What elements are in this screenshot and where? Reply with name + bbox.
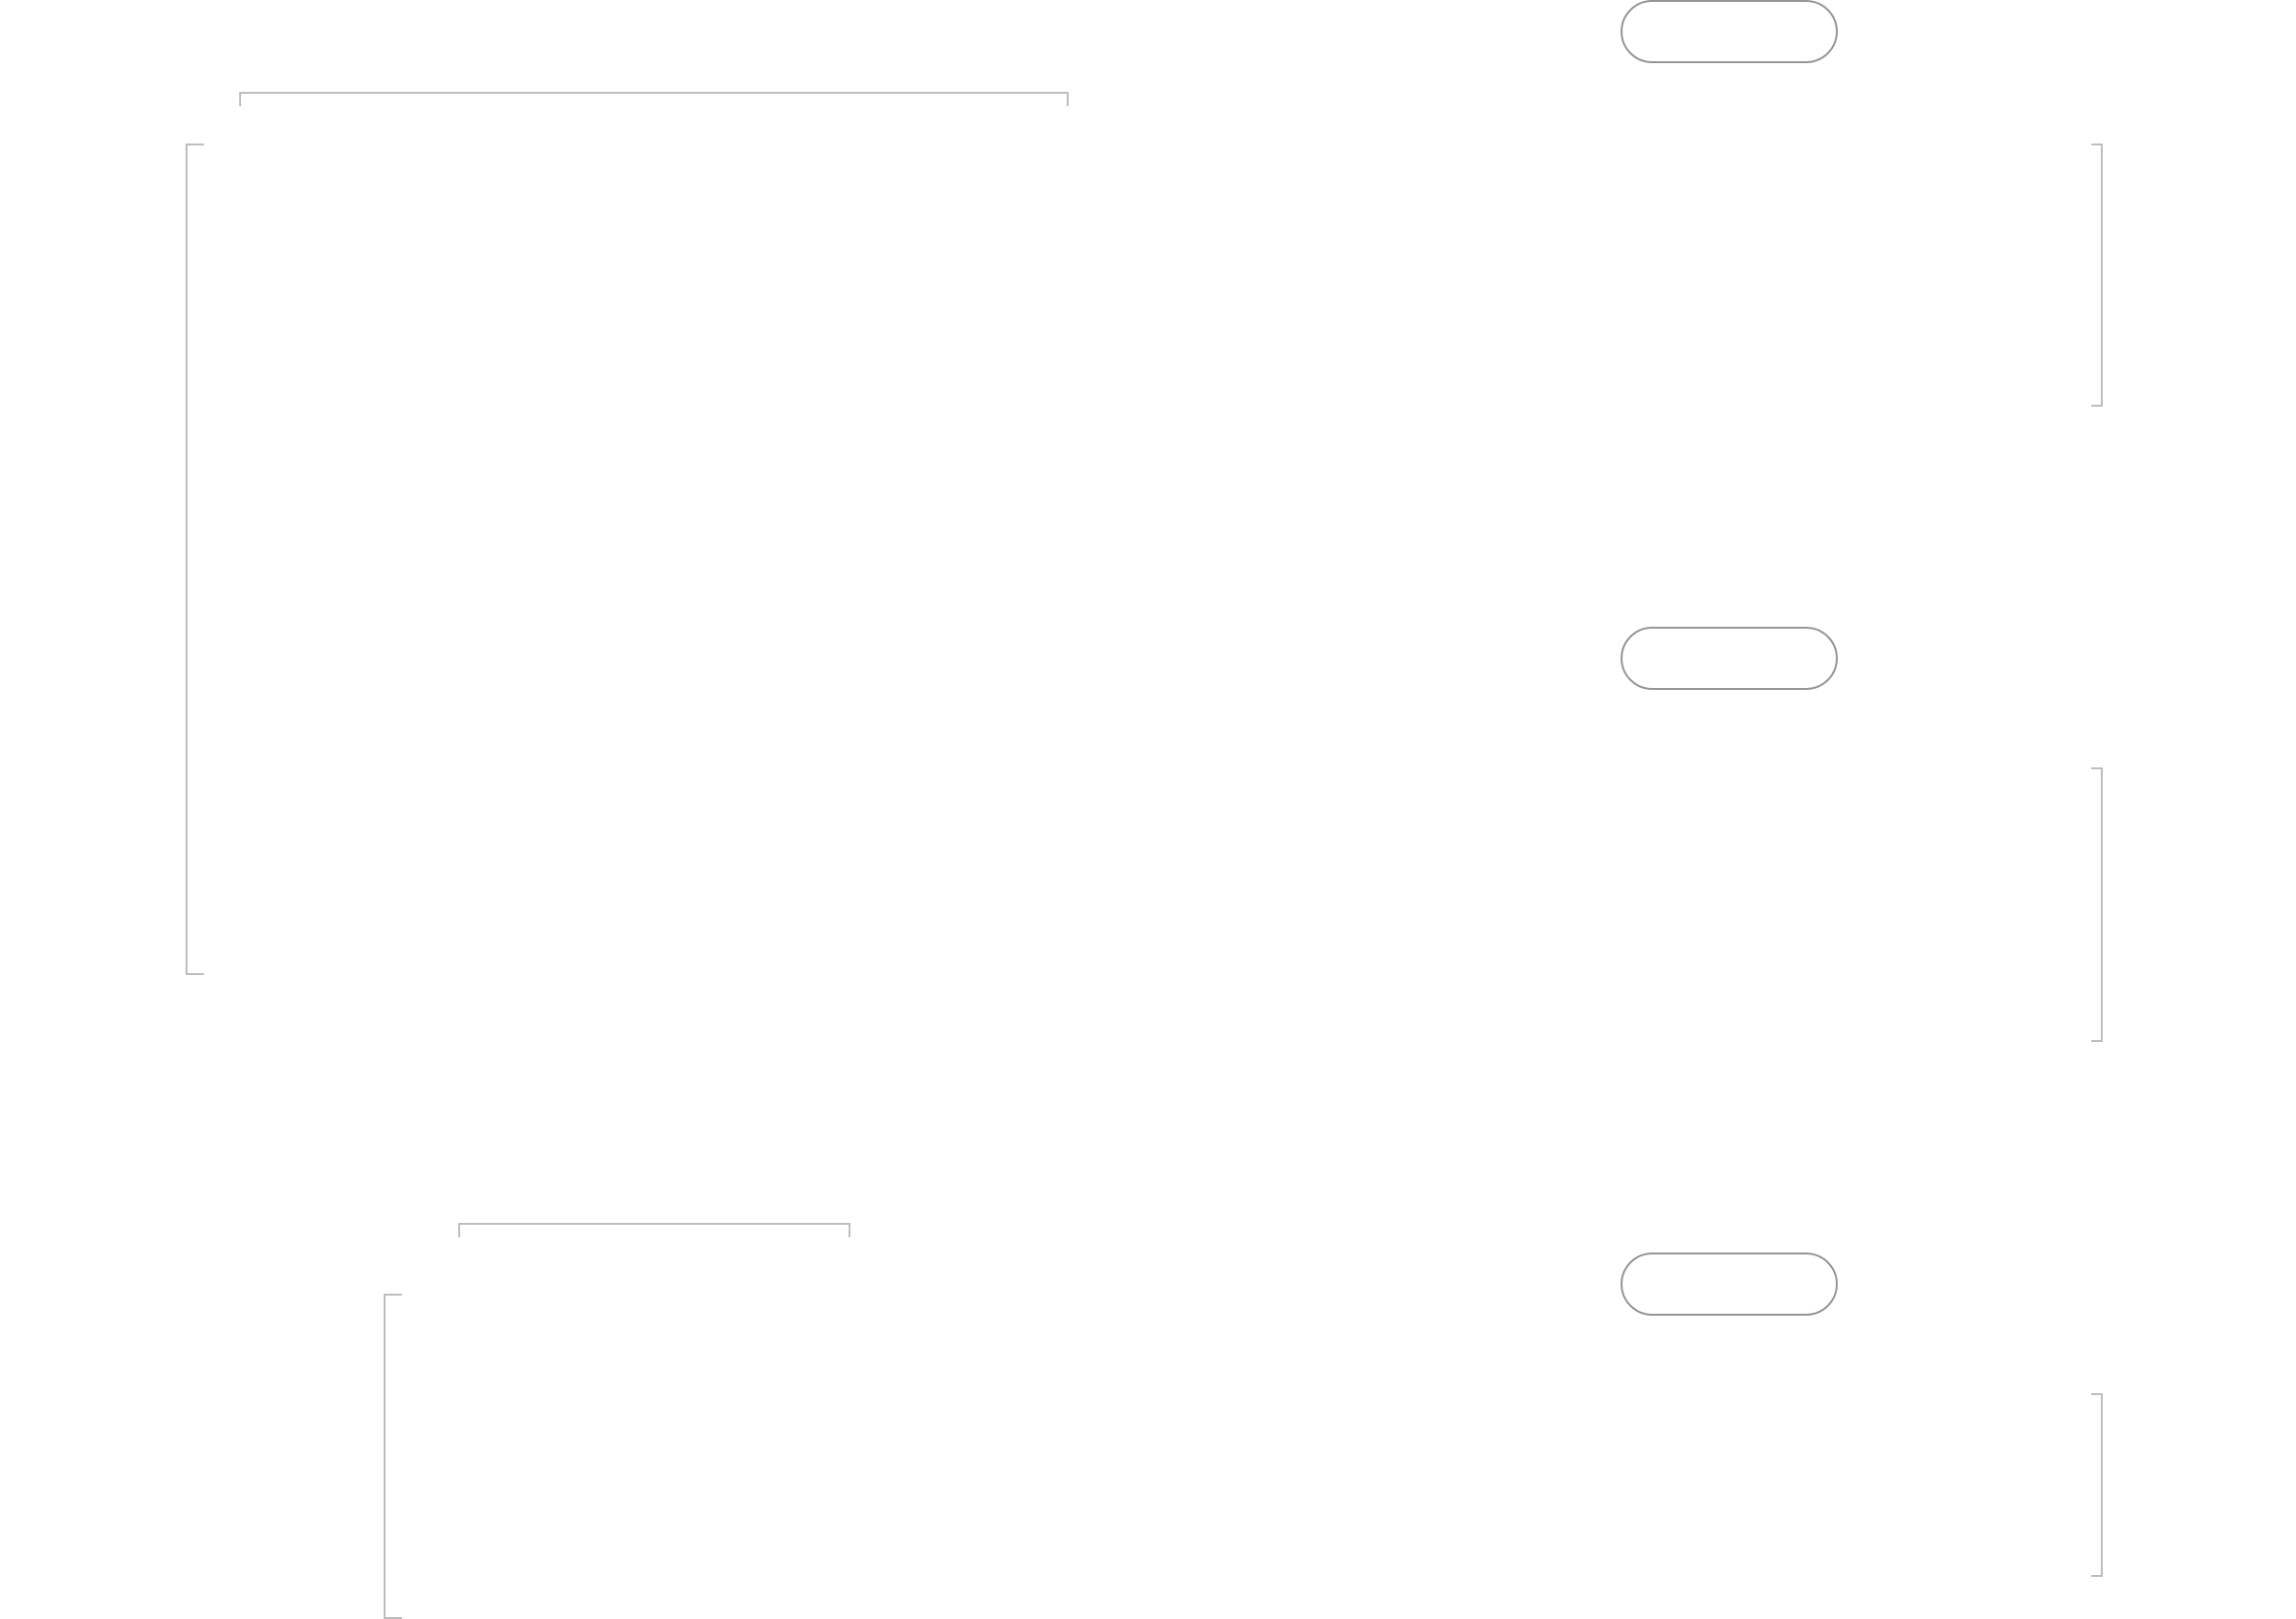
node-pill-3 <box>1621 1253 1838 1316</box>
node-pill-2 <box>1621 627 1838 690</box>
left-bracket-upper <box>186 144 204 975</box>
top-bracket-upper <box>239 92 1069 106</box>
left-bracket-lower <box>384 1294 402 1619</box>
node-pill-1 <box>1621 0 1838 63</box>
right-bracket-2 <box>2091 767 2103 1042</box>
right-bracket-1 <box>2091 144 2103 407</box>
top-bracket-lower <box>458 1223 850 1237</box>
right-bracket-3 <box>2091 1393 2103 1577</box>
